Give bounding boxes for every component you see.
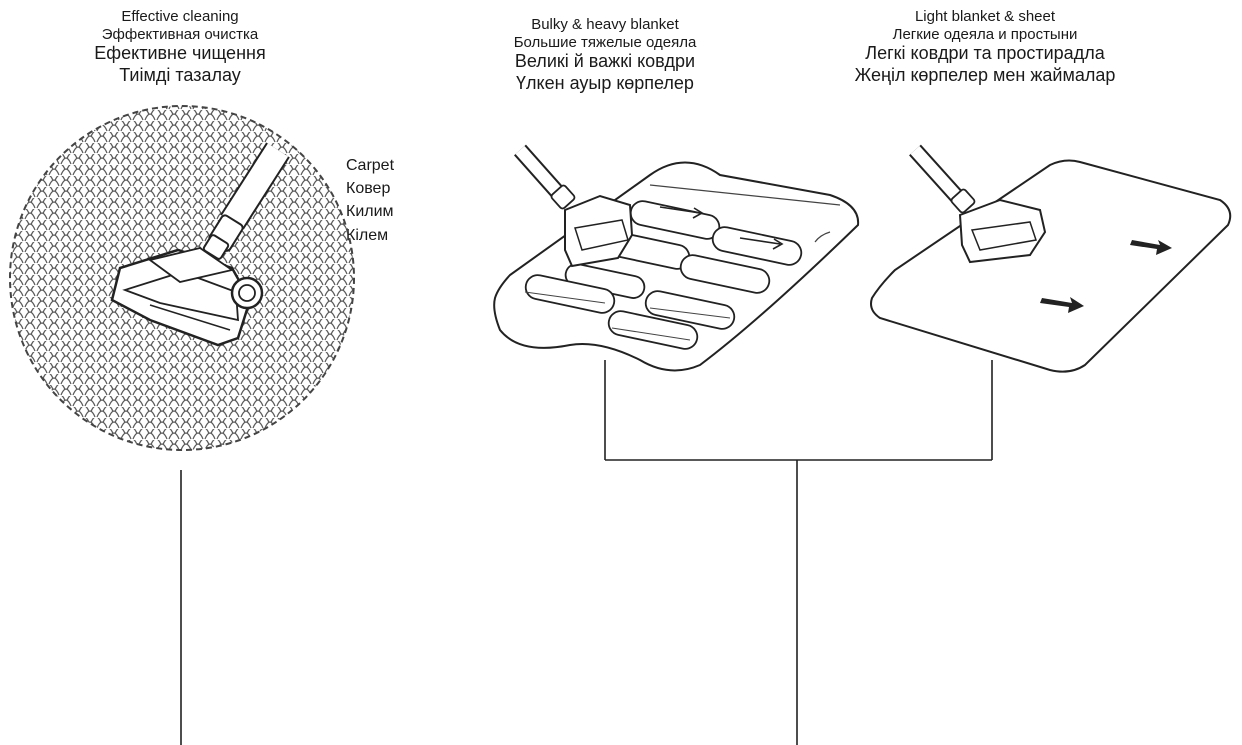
carpet-caption: Effective cleaning Эффективная очистка Е… xyxy=(0,8,360,86)
carpet-nozzle-icon xyxy=(110,142,290,347)
light-blanket-caption: Light blanket & sheet Легкие одеяла и пр… xyxy=(790,8,1180,86)
caption-line-en: Bulky & heavy blanket xyxy=(531,16,679,33)
surface-label-en: Carpet xyxy=(346,157,395,174)
caption-line-uk: Великі й важкі ковдри xyxy=(514,51,696,72)
surface-label-uk: Килим xyxy=(346,203,394,221)
light-nozzle-icon xyxy=(909,144,1047,264)
caption-line-en: Light blanket & sheet xyxy=(914,8,1056,25)
light-blanket-illustration xyxy=(870,159,1232,373)
caption-line-uk: Ефективне чищення xyxy=(94,43,266,64)
surface-label-ru: Ковер xyxy=(346,180,391,198)
connector-lines xyxy=(180,360,993,745)
caption-line-kk: Үлкен ауыр көрпелер xyxy=(516,72,694,93)
caption-line-ru: Легкие одеяла и простыни xyxy=(892,25,1078,43)
caption-line-en: Effective cleaning xyxy=(121,8,239,25)
carpet-surface-label: Carpet Ковер Килим Кілем xyxy=(346,154,394,247)
bulky-blanket-caption: Bulky & heavy blanket Большие тяжелые од… xyxy=(455,16,755,94)
caption-line-uk: Легкі ковдри та простирадла xyxy=(865,43,1105,64)
caption-line-kk: Тиімді тазалау xyxy=(119,64,241,85)
bulky-nozzle-icon xyxy=(514,144,634,268)
caption-line-ru: Эффективная очистка xyxy=(101,25,259,43)
caption-line-ru: Большие тяжелые одеяла xyxy=(513,33,697,51)
surface-label-kk: Кілем xyxy=(346,226,389,244)
caption-line-kk: Жеңіл көрпелер мен жаймалар xyxy=(854,64,1116,85)
